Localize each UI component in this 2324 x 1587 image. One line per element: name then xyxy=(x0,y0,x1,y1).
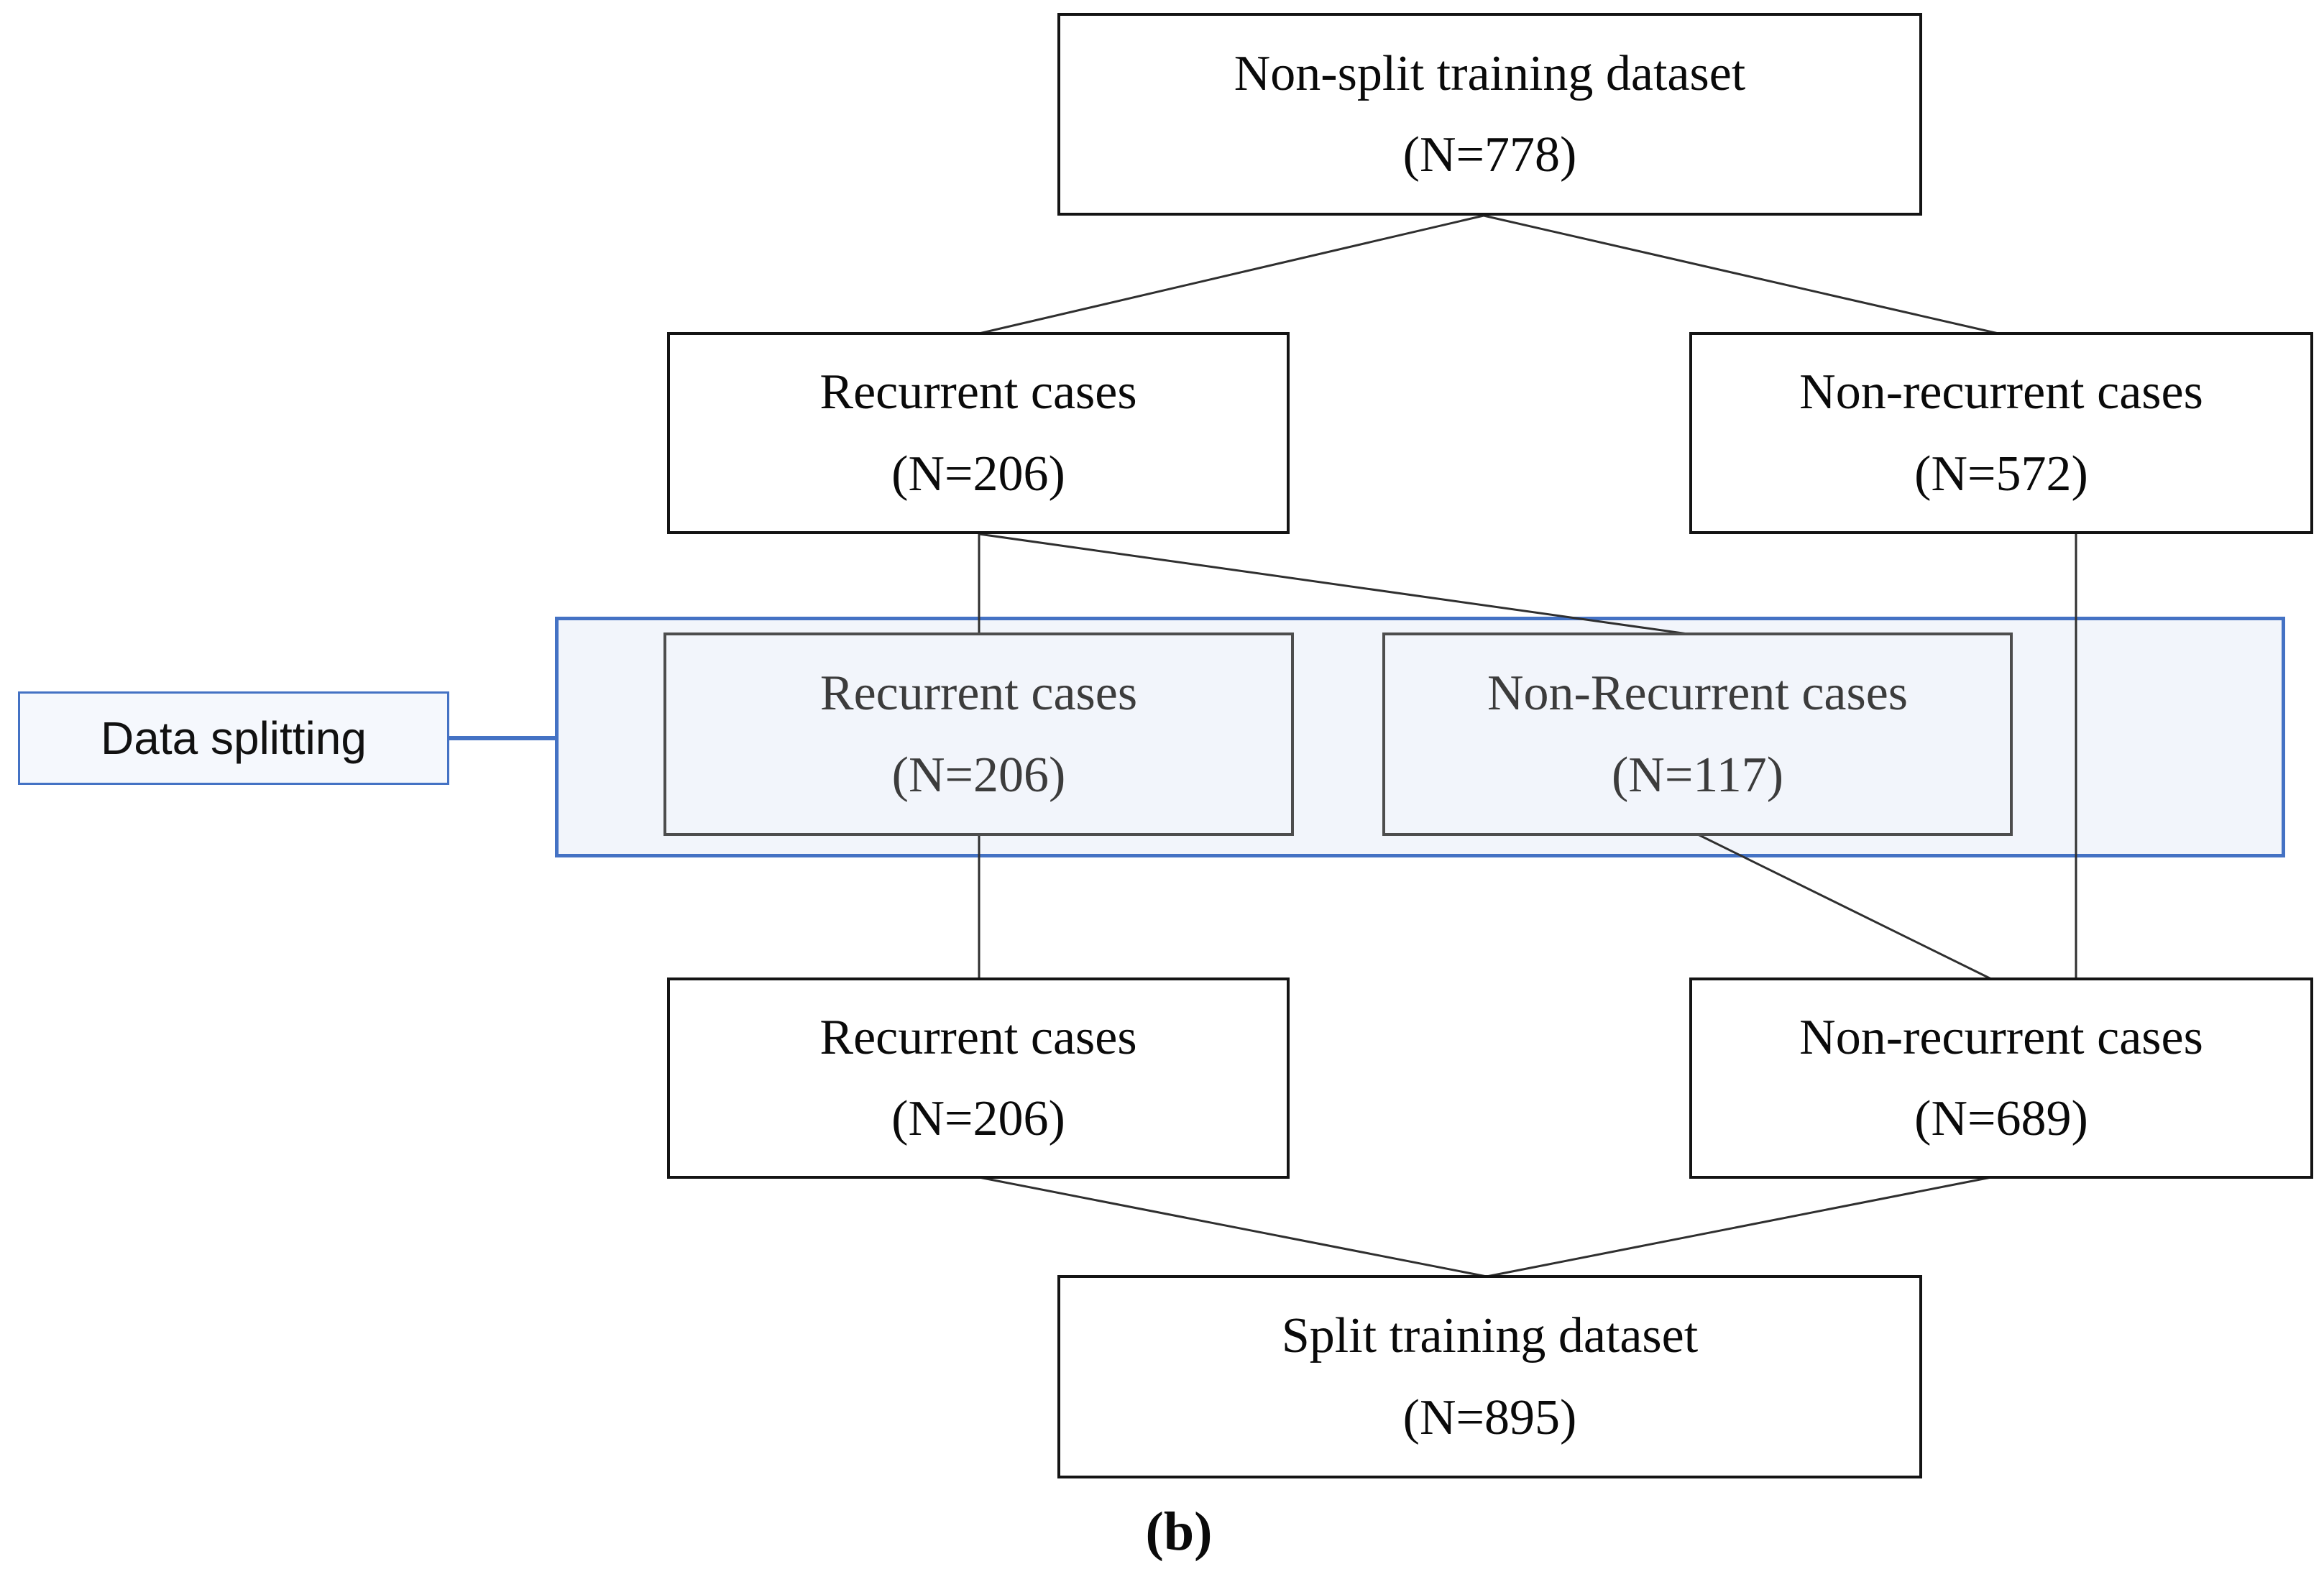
box-split-training-dataset: Split training dataset (N=895) xyxy=(1057,1275,1922,1478)
box-nonrecurrent-cases-572: Non-recurrent cases (N=572) xyxy=(1689,332,2313,534)
box-count: (N=895) xyxy=(1402,1389,1577,1445)
box-label: Non-recurrent cases xyxy=(1799,1009,2203,1065)
box-label: Split training dataset xyxy=(1281,1308,1699,1364)
connector-inner-right-to-row3-right xyxy=(1697,833,1992,980)
box-count: (N=778) xyxy=(1402,127,1577,183)
box-count: (N=117) xyxy=(1611,747,1784,803)
box-label: Recurrent cases xyxy=(819,1009,1137,1065)
data-splitting-label-box: Data splitting xyxy=(18,691,449,785)
box-count: (N=206) xyxy=(891,747,1066,803)
box-label: Recurrent cases xyxy=(819,364,1137,420)
data-splitting-label: Data splitting xyxy=(101,712,367,764)
box-split-nonrecurrent-cases-117: Non-Recurrent cases (N=117) xyxy=(1382,632,2013,836)
connector-row3-right-to-bottom xyxy=(1486,1176,1992,1278)
box-count: (N=572) xyxy=(1914,446,2088,502)
figure-caption: (b) xyxy=(1145,1501,1213,1562)
box-nonsplit-training-dataset: Non-split training dataset (N=778) xyxy=(1057,13,1922,216)
connector-row3-left-to-bottom xyxy=(978,1176,1487,1278)
box-count: (N=206) xyxy=(891,446,1065,502)
box-label: Non-recurrent cases xyxy=(1799,364,2203,420)
connector-top-to-row2-right xyxy=(1483,214,1999,335)
box-count: (N=689) xyxy=(1914,1091,2088,1146)
box-nonrecurrent-cases-689: Non-recurrent cases (N=689) xyxy=(1689,978,2313,1179)
box-recurrent-cases-206-after-split: Recurrent cases (N=206) xyxy=(667,978,1290,1179)
box-count: (N=206) xyxy=(891,1091,1065,1146)
box-label: Non-split training dataset xyxy=(1234,45,1746,101)
connector-top-to-row2-left xyxy=(978,214,1484,335)
box-split-recurrent-cases-206: Recurrent cases (N=206) xyxy=(663,632,1294,836)
box-recurrent-cases-206-original: Recurrent cases (N=206) xyxy=(667,332,1290,534)
connector-row2-left-to-inner-right xyxy=(978,533,1699,637)
box-label: Recurrent cases xyxy=(819,666,1138,722)
box-label: Non-Recurrent cases xyxy=(1487,666,1909,722)
